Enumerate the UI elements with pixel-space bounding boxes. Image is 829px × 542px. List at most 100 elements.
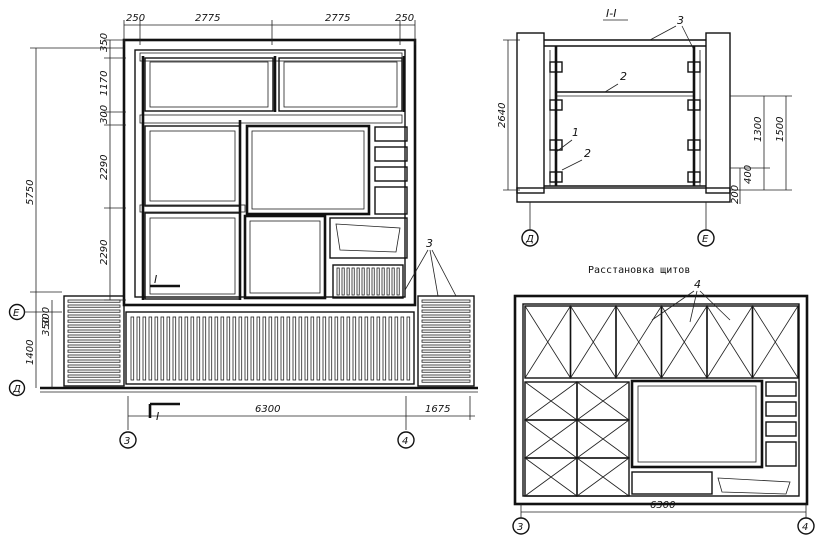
radiator-fin	[421, 334, 471, 338]
section-right-wall	[705, 32, 731, 194]
formwork-panel-cross	[752, 305, 799, 379]
layout-bottom-box	[631, 471, 713, 495]
plan-axis-E-label: Е	[13, 308, 20, 319]
radiator-fin	[67, 369, 121, 373]
plan-panel-top-right	[278, 57, 403, 112]
radiator-fin	[376, 316, 381, 381]
layout-panels-upper	[524, 305, 799, 379]
radiator-fin	[421, 379, 471, 383]
plan-panel-mid-left	[144, 125, 241, 207]
section-dim-200: 200	[730, 185, 741, 204]
layout-axis-3-marker	[512, 517, 530, 535]
plan-radiator-left	[67, 299, 121, 383]
section-mark-bottom	[148, 402, 180, 418]
plan-axis-D-label: Д	[12, 384, 21, 395]
formwork-panel	[576, 457, 630, 497]
layout-panels-lower	[524, 381, 630, 497]
radiator-fin	[67, 359, 121, 363]
radiator-fin	[358, 316, 363, 381]
radiator-fin	[166, 316, 171, 381]
radiator-fin	[400, 316, 405, 381]
radiator-fin	[280, 316, 285, 381]
radiator-fin	[67, 304, 121, 308]
plan-panel-top-right-inner	[283, 61, 398, 108]
radiator-fin	[142, 316, 147, 381]
plan-axis-4-marker	[397, 431, 415, 449]
plan-dim-lower-left-3: 1400	[25, 340, 36, 365]
radiator-fin	[396, 267, 400, 296]
radiator-fin	[421, 364, 471, 368]
plan-dim-lower-left-1: 300	[41, 307, 52, 326]
radiator-fin	[190, 316, 195, 381]
radiator-fin	[364, 316, 369, 381]
radiator-fin	[316, 316, 321, 381]
radiator-fin	[214, 316, 219, 381]
section-callout-3-leader-2	[681, 25, 695, 51]
plan-radiator-right	[421, 299, 471, 383]
formwork-panel-cross	[524, 419, 578, 459]
formwork-panel-cross	[576, 419, 630, 459]
radiator-fin	[366, 267, 370, 296]
radiator-fin	[172, 316, 177, 381]
plan-dim-top-2: 2775	[195, 13, 220, 24]
radiator-fin	[178, 316, 183, 381]
section-callout-2-top: 2	[620, 70, 627, 83]
plan-dim-left-ticks	[104, 39, 126, 301]
radiator-fin	[340, 316, 345, 381]
section-axis-E-marker	[697, 229, 715, 247]
radiator-fin	[154, 316, 159, 381]
plan-radiator-small	[336, 267, 400, 296]
layout-callout-4: 4	[694, 278, 701, 291]
radiator-fin	[160, 316, 165, 381]
plan-middle-beam	[139, 114, 403, 124]
radiator-fin	[421, 314, 471, 318]
plan-niche-2	[374, 146, 408, 162]
radiator-fin	[256, 316, 261, 381]
radiator-fin	[361, 267, 365, 296]
radiator-fin	[346, 267, 350, 296]
radiator-fin	[238, 316, 243, 381]
formwork-panel-cross	[576, 381, 630, 421]
layout-dim-6300: 6300	[650, 500, 675, 511]
radiator-fin	[136, 316, 141, 381]
radiator-fin	[376, 267, 380, 296]
layout-callout-leader-3	[699, 290, 731, 321]
section-callout-1: 1	[572, 126, 579, 139]
radiator-fin	[421, 299, 471, 303]
plan-dim-top-1: 250	[126, 13, 145, 24]
layout-axis-4-marker	[797, 517, 815, 535]
plan-dim-bottom-2: 1675	[425, 404, 450, 415]
radiator-fin	[298, 316, 303, 381]
radiator-fin	[226, 316, 231, 381]
section-callout-3-leader-1	[649, 25, 677, 41]
section-dim-400: 400	[743, 165, 754, 184]
plan-view: 250 2775 2775 250 350 1170 300 2290 2290…	[8, 13, 478, 449]
radiator-fin	[421, 354, 471, 358]
layout-callout-leader-1	[651, 290, 695, 321]
panel-layout-view: Расстановка щитов 4 6300 3 4	[512, 265, 815, 535]
plan-callout-leader-1	[404, 249, 429, 291]
radiator-fin	[421, 374, 471, 378]
plan-dim-top-4: 250	[395, 13, 414, 24]
radiator-fin	[67, 364, 121, 368]
radiator-fin	[244, 316, 249, 381]
plan-axis-4-label: 4	[402, 436, 408, 447]
radiator-fin	[371, 267, 375, 296]
layout-niche-1	[765, 381, 797, 397]
radiator-fin	[421, 304, 471, 308]
radiator-fin	[67, 329, 121, 333]
plan-dim-left-2: 1170	[99, 71, 110, 96]
layout-bottom-cutout	[717, 477, 791, 495]
radiator-fin	[328, 316, 333, 381]
radiator-fin	[67, 379, 121, 383]
radiator-fin	[421, 369, 471, 373]
radiator-fin	[336, 267, 340, 296]
formwork-panel-cross	[706, 305, 753, 379]
section-axis-D-label: Д	[525, 234, 534, 245]
radiator-fin	[220, 316, 225, 381]
radiator-fin	[304, 316, 309, 381]
radiator-fin	[356, 267, 360, 296]
radiator-fin	[184, 316, 189, 381]
radiator-fin	[381, 267, 385, 296]
plan-outer-wall	[122, 38, 417, 307]
